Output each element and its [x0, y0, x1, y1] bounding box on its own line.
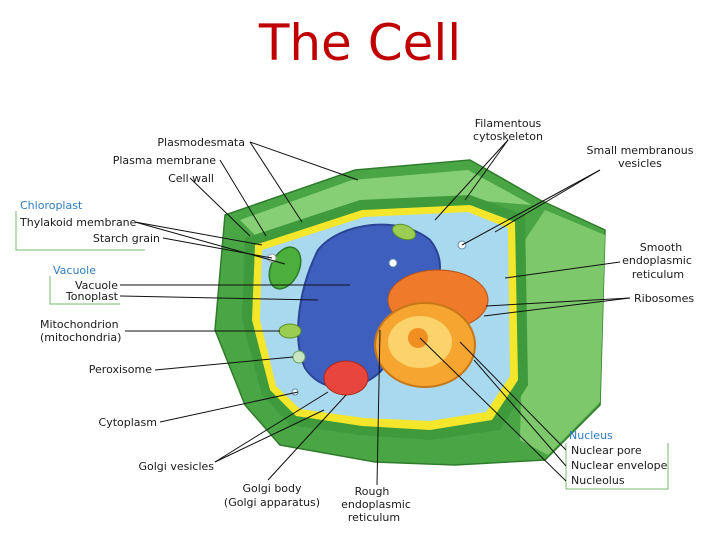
label-rough-er-2: endoplasmic — [341, 498, 411, 511]
label-nuclear-pore: Nuclear pore — [571, 444, 642, 457]
label-small-vesicles-1: Small membranous — [587, 144, 694, 157]
label-rough-er-3: reticulum — [348, 511, 400, 524]
label-golgi-body: Golgi body — [242, 482, 302, 495]
label-plasma-membrane: Plasma membrane — [113, 154, 217, 167]
label-vacuole: Vacuole — [75, 279, 118, 292]
label-plasmodesmata: Plasmodesmata — [157, 136, 245, 149]
label-filamentous: Filamentous — [475, 117, 542, 130]
label-nucleolus: Nucleolus — [571, 474, 625, 487]
label-smooth-er-2: endoplasmic — [622, 254, 692, 267]
nucleolus-shape — [408, 328, 428, 348]
label-thylakoid-membrane: Thylakoid membrane — [19, 216, 137, 229]
golgi-shape — [323, 360, 369, 396]
label-golgi-vesicles: Golgi vesicles — [138, 460, 214, 473]
label-starch-grain: Starch grain — [93, 232, 160, 245]
label-small-vesicles-2: vesicles — [618, 157, 662, 170]
mitochondrion-shape — [391, 223, 417, 241]
label-ribosomes: Ribosomes — [634, 292, 694, 305]
label-peroxisome: Peroxisome — [89, 363, 152, 376]
label-smooth-er-1: Smooth — [640, 241, 682, 254]
cell-illustration — [214, 159, 606, 466]
mitochondrion-shape-2 — [278, 323, 302, 339]
peroxisome-shape — [292, 350, 306, 364]
label-golgi-apparatus: (Golgi apparatus) — [224, 496, 320, 509]
label-nuclear-envelope: Nuclear envelope — [571, 459, 668, 472]
cell-wall-face — [520, 210, 605, 455]
label-nucleus-group: Nucleus — [569, 429, 613, 442]
vesicle-shape-2 — [388, 258, 398, 268]
label-smooth-er-3: reticulum — [632, 268, 684, 281]
label-cytoskeleton: cytoskeleton — [473, 130, 543, 143]
label-cytoplasm: Cytoplasm — [99, 416, 157, 429]
page-title: The Cell — [258, 14, 462, 72]
label-chloroplast-group: Chloroplast — [20, 199, 83, 212]
label-cell-wall: Cell wall — [168, 172, 214, 185]
chloroplast-bracket — [15, 211, 145, 251]
vacuole-bracket — [49, 276, 120, 305]
label-mitochondria: (mitochondria) — [40, 331, 121, 344]
label-mitochondrion: Mitochondrion — [40, 318, 119, 331]
label-vacuole-group: Vacuole — [53, 264, 96, 277]
label-rough-er-1: Rough — [355, 485, 390, 498]
leader-lines — [119, 139, 631, 486]
label-tonoplast: Tonoplast — [65, 290, 119, 303]
